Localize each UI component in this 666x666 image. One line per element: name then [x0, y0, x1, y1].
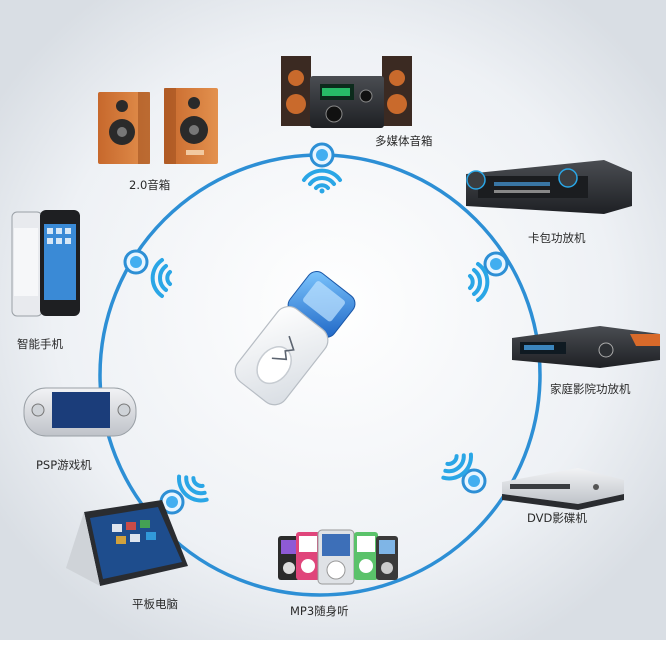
tablet-icon — [66, 500, 188, 586]
home-theater-amp-icon — [512, 326, 660, 368]
device-label-multimedia-speaker: 多媒体音箱 — [375, 134, 433, 148]
signal-wave-icon-right-lower — [441, 452, 473, 481]
signal-waves — [150, 168, 490, 503]
device-label-speaker-2-0: 2.0音箱 — [129, 178, 171, 192]
bottom-margin — [0, 640, 666, 666]
signal-wave-icon-top — [302, 168, 342, 194]
ring-node-right-lower — [461, 468, 487, 494]
signal-wave-icon-left-upper — [150, 258, 172, 298]
device-label-psp: PSP游戏机 — [36, 458, 92, 472]
bluetooth-usb-dongle-icon — [234, 271, 356, 406]
dvd-player-icon — [502, 468, 624, 510]
ring-node-top — [309, 142, 335, 168]
smartphone-icon — [11, 210, 80, 317]
device-label-mp3-player: MP3随身听 — [290, 604, 349, 618]
psp-console-icon — [23, 387, 137, 437]
device-label-tablet: 平板电脑 — [132, 597, 178, 611]
signal-wave-icon-left-lower — [177, 474, 209, 503]
bookshelf-speakers-icon — [98, 88, 218, 164]
device-label-home-theater-amp: 家庭影院功放机 — [550, 382, 631, 396]
device-label-car-amplifier: 卡包功放机 — [528, 231, 586, 245]
ring-nodes — [123, 142, 509, 515]
device-label-dvd-player: DVD影碟机 — [527, 511, 587, 525]
mp3-player-icon — [278, 529, 398, 585]
device-label-smartphone: 智能手机 — [17, 337, 63, 351]
ring-node-left-upper — [123, 249, 149, 275]
signal-wave-icon-right-upper — [468, 262, 490, 302]
multimedia-speaker-icon — [281, 56, 412, 128]
amplifier-icon — [466, 160, 632, 214]
ring-node-right-upper — [483, 251, 509, 277]
